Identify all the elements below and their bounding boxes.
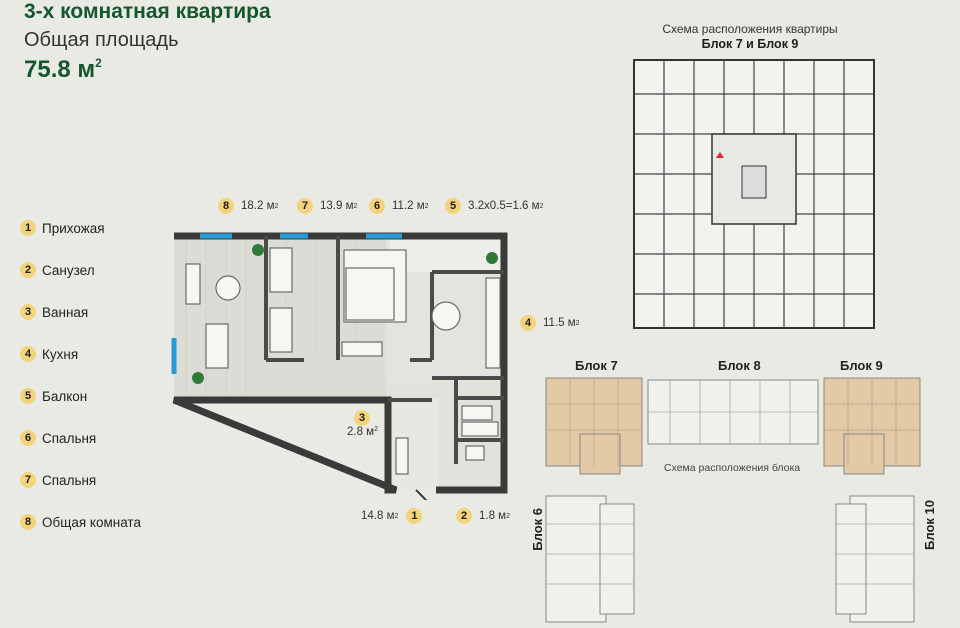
schema-subtitle: Блок 7 и Блок 9 <box>701 37 799 51</box>
room-area: 14.8 м <box>361 510 395 522</box>
apartment-floor-plan <box>171 232 508 500</box>
room-area: 18.2 м <box>241 200 275 212</box>
legend-label: Балкон <box>42 388 88 404</box>
room-badge: 3 <box>354 410 370 426</box>
inner-walls <box>264 236 504 464</box>
windows <box>171 233 402 374</box>
room-badge: 8 <box>218 198 234 214</box>
legend-label: Ванная <box>42 304 89 320</box>
area-sup: 2 <box>575 319 580 327</box>
legend-item-2: 2 Санузел <box>20 260 95 280</box>
apartment-marker-icon <box>716 152 724 158</box>
legend-item-7: 7 Спальня <box>20 470 96 490</box>
block-details <box>546 378 920 466</box>
legend-item-6: 6 Спальня <box>20 428 96 448</box>
schema-stairs <box>741 165 767 199</box>
room-badge: 1 <box>406 508 423 524</box>
block-6-shape <box>545 495 607 623</box>
legend-badge: 5 <box>20 388 36 404</box>
room-badge: 5 <box>445 198 461 214</box>
area-sup: 2 <box>506 512 510 520</box>
blocks-caption: Схема расположения блока <box>664 462 801 474</box>
furniture <box>185 247 501 475</box>
floor-layout-schema <box>633 59 875 329</box>
room-badge: 6 <box>369 198 385 214</box>
legend-item-8: 8 Общая комната <box>20 512 141 532</box>
floor-balcony <box>390 236 500 272</box>
room-badge: 2 <box>456 508 472 524</box>
legend-label: Спальня <box>42 472 97 488</box>
legend-label: Кухня <box>42 346 79 362</box>
block-label-7: Блок 7 <box>575 358 618 373</box>
room-area: 13.9 м <box>320 200 354 212</box>
legend-label: Спальня <box>42 430 97 446</box>
area-unit-sup: 2 <box>95 56 102 70</box>
block-label-9: Блок 9 <box>840 358 883 373</box>
blocks-site-plan <box>545 377 921 623</box>
legend-badge: 6 <box>20 430 36 446</box>
area-sup: 2 <box>353 202 358 210</box>
room-badge: 7 <box>297 198 313 214</box>
legend-item-3: 3 Ванная <box>20 302 88 322</box>
area-sup: 2 <box>394 512 399 520</box>
total-area-label: Общая площадь <box>24 29 179 51</box>
legend-item-4: 4 Кухня <box>20 344 78 364</box>
room-area: 1.8 м <box>479 510 507 522</box>
apartment-title: 3-х комнатная квартира <box>24 0 271 23</box>
room-area: 2.8 м <box>347 426 375 438</box>
plants <box>192 244 498 384</box>
legend-label: Общая комната <box>42 514 141 530</box>
legend-badge: 2 <box>20 262 36 278</box>
room-badge: 4 <box>520 315 536 331</box>
block-label-10: Блок 10 <box>922 500 937 550</box>
legend-badge: 7 <box>20 472 36 488</box>
area-sup: 2 <box>424 202 429 210</box>
legend-item-1: 1 Прихожая <box>20 218 105 238</box>
legend-label: Санузел <box>42 262 95 278</box>
block-label-8: Блок 8 <box>718 358 761 373</box>
area-sup: 2 <box>539 202 544 210</box>
room-area: 3.2х0.5=1.6 м <box>468 200 540 212</box>
legend-badge: 1 <box>20 220 36 236</box>
area-sup: 2 <box>374 426 378 433</box>
area-number: 75.8 м <box>24 56 96 83</box>
legend-item-5: 5 Балкон <box>20 386 87 406</box>
legend-badge: 4 <box>20 346 36 362</box>
total-area-value: 75.8 м2 <box>24 56 102 84</box>
room-area: 11.2 м <box>392 200 425 212</box>
area-sup: 2 <box>274 202 279 210</box>
legend-badge: 3 <box>20 304 36 320</box>
legend-label: Прихожая <box>42 220 105 236</box>
entrance-door <box>415 489 428 500</box>
schema-title: Схема расположения квартиры <box>662 22 838 36</box>
legend-badge: 8 <box>20 514 36 530</box>
room-area: 11.5 м <box>543 317 576 329</box>
